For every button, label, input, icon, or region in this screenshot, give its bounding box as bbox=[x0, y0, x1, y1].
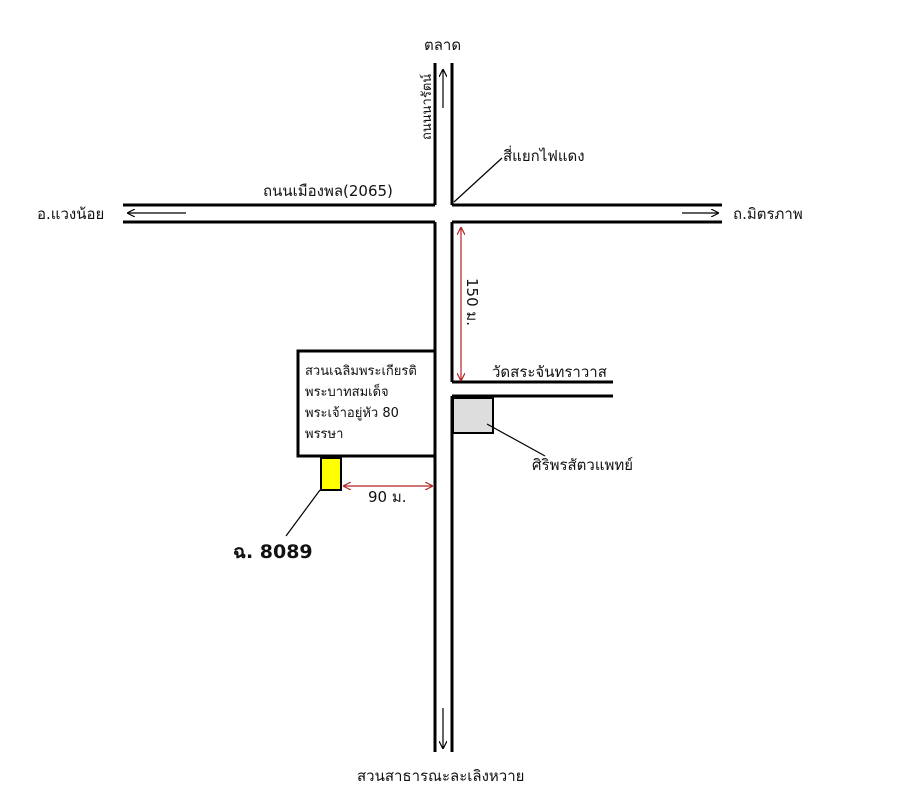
traffic-light-label: สี่แยกไฟแดง bbox=[503, 145, 585, 165]
distance-150-label: 150 ม. bbox=[463, 278, 481, 326]
clinic-building bbox=[452, 397, 494, 434]
traffic-light-leader bbox=[453, 157, 503, 203]
park-label: สวนเฉลิมพระเกียรติ พระบาทสมเด็จ พระเจ้าอ… bbox=[305, 363, 417, 442]
park-label-line-3: พระเจ้าอยู่หัว 80 bbox=[305, 406, 399, 421]
park-label-line-2: พระบาทสมเด็จ bbox=[305, 382, 389, 400]
park-label-line-1: สวนเฉลิมพระเกียรติ bbox=[305, 363, 417, 379]
north-destination-label: ตลาด bbox=[424, 36, 461, 54]
target-lot-marker bbox=[320, 457, 342, 491]
clinic-leader bbox=[486, 423, 546, 457]
direction-arrows bbox=[128, 70, 718, 748]
west-destination-label: อ.แวงน้อย bbox=[37, 205, 104, 223]
park-label-line-4: พรรษา bbox=[305, 427, 343, 442]
east-destination-label: ถ.มิตรภาพ bbox=[733, 205, 803, 223]
temple-label: วัดสระจันทราวาส bbox=[492, 363, 607, 381]
park-block bbox=[296, 349, 437, 458]
distance-90-label: 90 ม. bbox=[368, 488, 407, 506]
north-road-name-label: ถนนนารัตน์ bbox=[419, 74, 435, 140]
lot-code-label: ฉ. 8089 bbox=[233, 541, 313, 563]
main-road-name-label: ถนนเมืองพล(2065) bbox=[263, 182, 393, 200]
lot-leader bbox=[285, 489, 321, 537]
south-destination-label: สวนสาธารณะละเลิงหวาย bbox=[357, 767, 524, 785]
clinic-label: ศิริพรสัตวแพทย์ bbox=[532, 456, 633, 474]
